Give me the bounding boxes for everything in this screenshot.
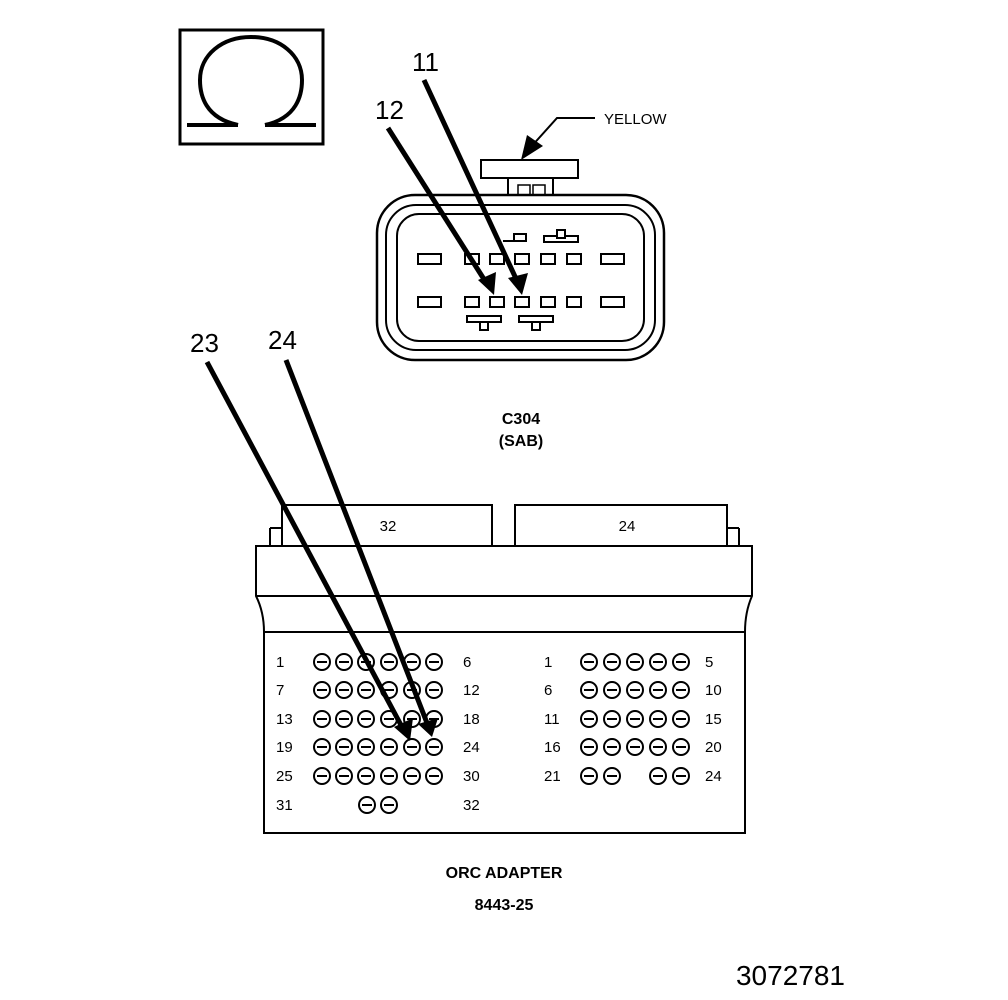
- left-row-3-end: 18: [463, 711, 480, 728]
- left-socket-27: [357, 767, 375, 785]
- right-row-4-start: 16: [544, 739, 561, 756]
- left-header-tab: [281, 504, 493, 547]
- right-row-3-start: 11: [544, 711, 560, 728]
- right-socket-9: [649, 681, 667, 699]
- left-socket-6: [425, 653, 443, 671]
- right-socket-16: [580, 738, 598, 756]
- right-socket-17: [603, 738, 621, 756]
- right-socket-1: [580, 653, 598, 671]
- adapter-part-number: 8443-25: [475, 897, 534, 914]
- right-socket-3: [626, 653, 644, 671]
- left-row-6-start: 31: [276, 797, 293, 814]
- right-socket-20: [672, 738, 690, 756]
- left-socket-29: [403, 767, 421, 785]
- right-row-2-end: 10: [705, 682, 722, 699]
- callout-24: 24: [268, 325, 438, 737]
- left-row-3-start: 13: [276, 711, 293, 728]
- callout-23: 23: [190, 328, 413, 741]
- left-socket-28: [380, 767, 398, 785]
- left-header-label: 32: [380, 518, 397, 535]
- callout-24-label: 24: [268, 325, 297, 355]
- right-socket-21: [580, 767, 598, 785]
- yellow-callout: YELLOW: [521, 111, 667, 160]
- adapter-title: ORC ADAPTER: [446, 865, 563, 882]
- right-header-label: 24: [619, 518, 636, 535]
- c304-label: C304: [502, 411, 540, 428]
- left-socket-2: [335, 653, 353, 671]
- right-socket-5: [672, 653, 690, 671]
- callout-23-label: 23: [190, 328, 219, 358]
- right-row-3-end: 15: [705, 711, 722, 728]
- left-socket-31: [358, 796, 376, 814]
- right-socket-18: [626, 738, 644, 756]
- left-socket-21: [357, 738, 375, 756]
- right-row-5-start: 21: [544, 768, 561, 785]
- left-socket-15: [357, 710, 375, 728]
- left-socket-30: [425, 767, 443, 785]
- right-row-5-end: 24: [705, 768, 722, 785]
- left-socket-13: [313, 710, 331, 728]
- left-socket-14: [335, 710, 353, 728]
- left-socket-19: [313, 738, 331, 756]
- right-row-1-end: 5: [705, 654, 713, 671]
- right-socket-7: [603, 681, 621, 699]
- yellow-label: YELLOW: [604, 111, 667, 128]
- left-socket-26: [335, 767, 353, 785]
- left-socket-7: [313, 681, 331, 699]
- left-row-5-end: 30: [463, 768, 480, 785]
- right-socket-10: [672, 681, 690, 699]
- left-row-1-end: 6: [463, 654, 471, 671]
- right-socket-24: [672, 767, 690, 785]
- left-socket-22: [380, 738, 398, 756]
- right-socket-13: [626, 710, 644, 728]
- left-socket-12: [425, 681, 443, 699]
- left-row-1-start: 1: [276, 654, 284, 671]
- left-row-2-end: 12: [463, 682, 480, 699]
- right-socket-14: [649, 710, 667, 728]
- right-socket-4: [649, 653, 667, 671]
- left-socket-1: [313, 653, 331, 671]
- left-row-4-end: 24: [463, 739, 480, 756]
- ohm-symbol-box: [178, 28, 325, 146]
- callout-11-label: 11: [412, 47, 439, 77]
- left-socket-8: [335, 681, 353, 699]
- right-socket-11: [580, 710, 598, 728]
- callout-12-label: 12: [375, 95, 404, 125]
- right-socket-19: [649, 738, 667, 756]
- left-socket-32: [380, 796, 398, 814]
- left-socket-24: [425, 738, 443, 756]
- left-row-5-start: 25: [276, 768, 293, 785]
- left-row-2-start: 7: [276, 682, 284, 699]
- document-number: 3072781: [736, 960, 845, 991]
- right-socket-22: [603, 767, 621, 785]
- right-socket-23: [649, 767, 667, 785]
- right-row-4-end: 20: [705, 739, 722, 756]
- left-row-6-end: 32: [463, 797, 480, 814]
- left-socket-23: [403, 738, 421, 756]
- left-socket-4: [380, 653, 398, 671]
- callout-12: 12: [375, 95, 496, 295]
- left-socket-20: [335, 738, 353, 756]
- left-socket-25: [313, 767, 331, 785]
- right-row-1-start: 1: [544, 654, 552, 671]
- left-socket-9: [357, 681, 375, 699]
- c304-sublabel: (SAB): [499, 433, 543, 450]
- orc-adapter: [255, 504, 753, 834]
- ohm-icon: [187, 34, 316, 127]
- right-socket-12: [603, 710, 621, 728]
- right-row-2-start: 6: [544, 682, 552, 699]
- c304-connector: [375, 159, 666, 362]
- right-socket-6: [580, 681, 598, 699]
- right-socket-8: [626, 681, 644, 699]
- right-socket-15: [672, 710, 690, 728]
- right-socket-2: [603, 653, 621, 671]
- pin-field: [313, 653, 690, 814]
- left-row-4-start: 19: [276, 739, 293, 756]
- callout-11: 11: [412, 47, 528, 295]
